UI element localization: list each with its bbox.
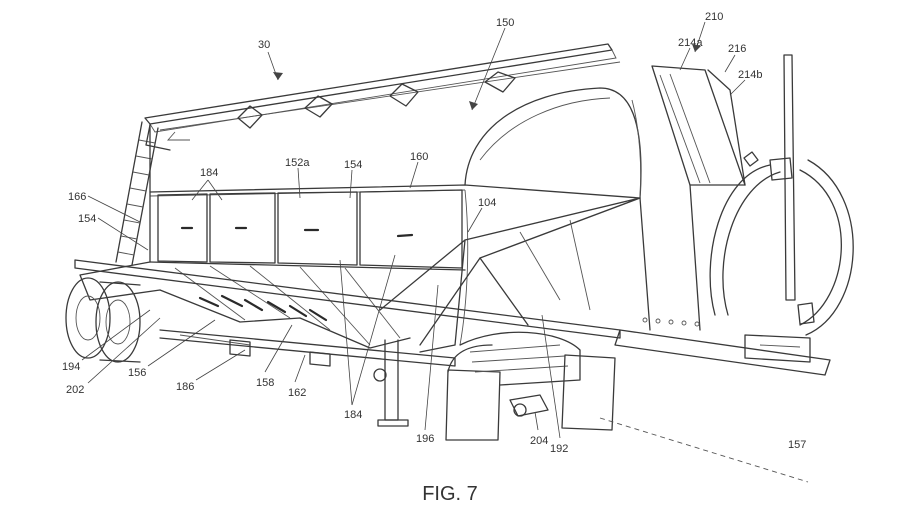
label-150: 150 — [496, 17, 514, 29]
trailer-body — [149, 87, 642, 346]
label-184-bottom: 184 — [344, 409, 362, 421]
chassis-frame — [74, 259, 621, 427]
ground-line — [599, 417, 809, 483]
reference-labels: 30 150 210 214a 216 214b 184 152a 154 16… — [62, 11, 806, 455]
label-210: 210 — [705, 11, 723, 23]
label-157: 157 — [788, 439, 806, 451]
arrowheads — [273, 44, 701, 110]
bolt-row — [642, 317, 700, 327]
rear-assembly — [614, 54, 854, 376]
label-204: 204 — [530, 435, 548, 447]
label-216: 216 — [728, 43, 746, 55]
wheels — [65, 277, 141, 363]
label-186: 186 — [176, 381, 194, 393]
label-214b: 214b — [738, 69, 762, 81]
label-192: 192 — [550, 443, 568, 455]
label-196: 196 — [416, 433, 434, 445]
leader-lines — [81, 21, 746, 439]
label-154-left: 154 — [78, 213, 96, 225]
label-104: 104 — [478, 197, 496, 209]
label-158: 158 — [256, 377, 274, 389]
mud-flap — [445, 331, 616, 441]
label-160: 160 — [410, 151, 428, 163]
label-194: 194 — [62, 361, 80, 373]
label-152a: 152a — [285, 157, 310, 169]
ladder — [115, 121, 171, 266]
label-166: 166 — [68, 191, 86, 203]
label-184-top: 184 — [200, 167, 218, 179]
label-154-top: 154 — [344, 159, 362, 171]
label-162: 162 — [288, 387, 306, 399]
roof-rail — [144, 43, 621, 141]
label-156: 156 — [128, 367, 146, 379]
label-30: 30 — [258, 39, 270, 51]
label-202: 202 — [66, 384, 84, 396]
figure-caption: FIG. 7 — [422, 483, 478, 505]
